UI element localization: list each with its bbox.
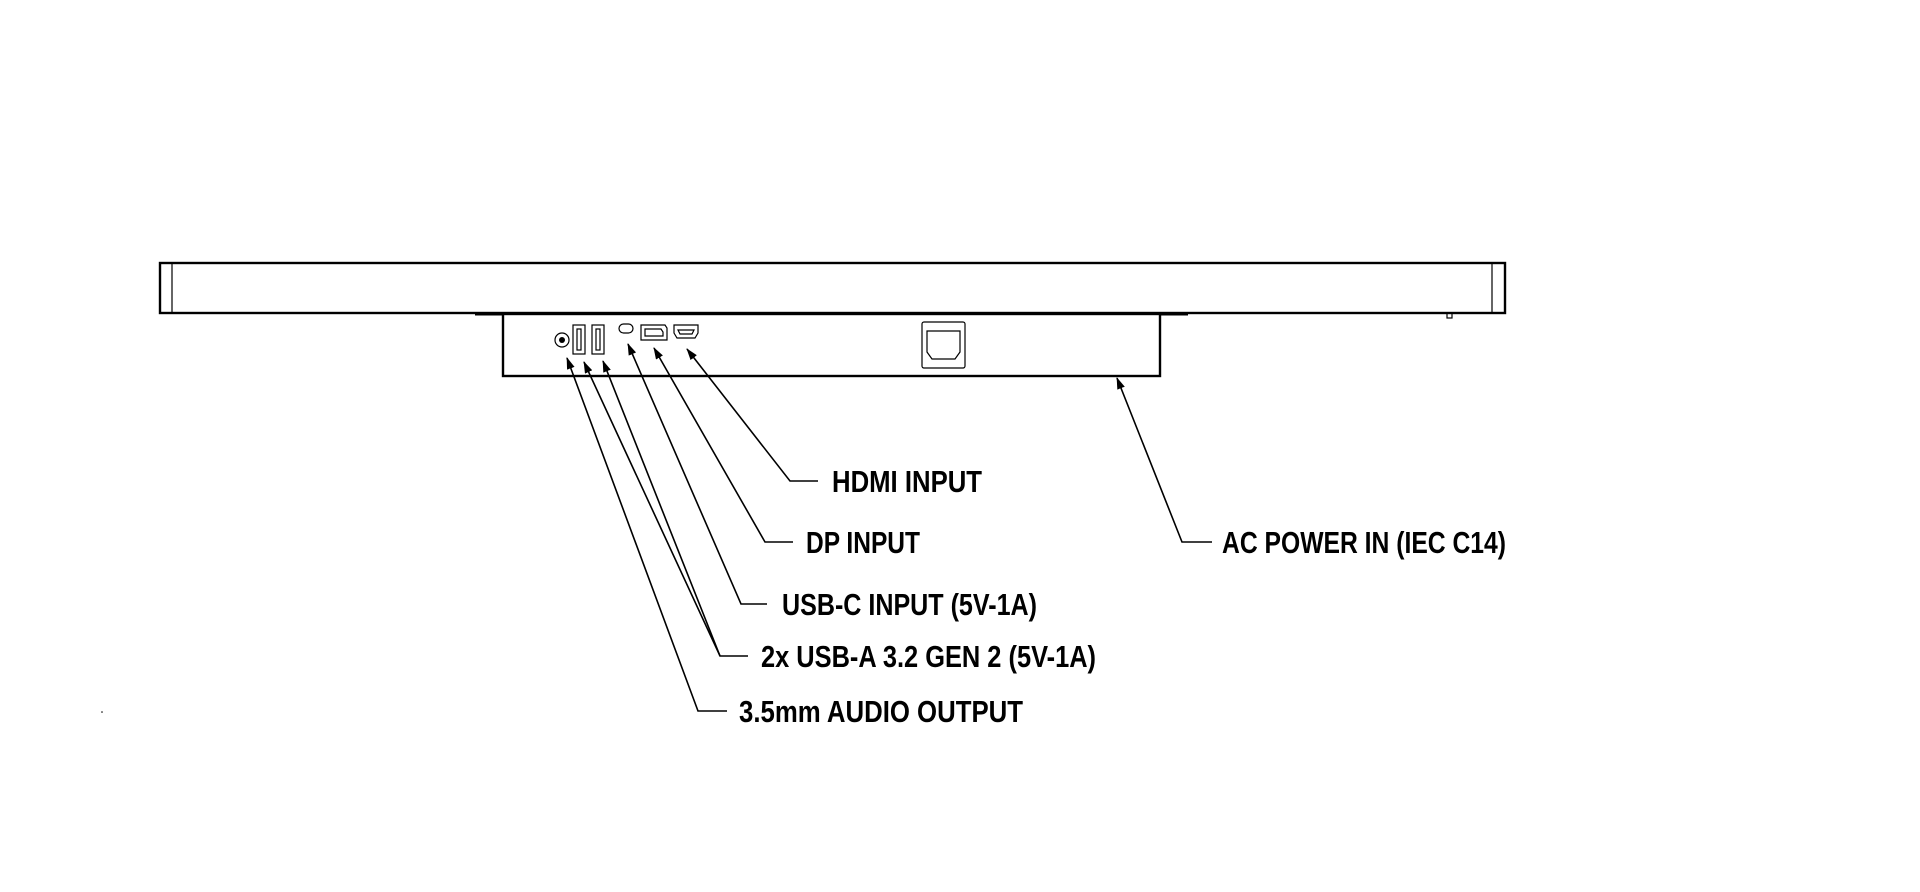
ac-power-inlet <box>921 321 966 369</box>
hdmi-leader <box>686 348 818 482</box>
leader-lines <box>566 343 1212 712</box>
dp-leader <box>653 347 793 543</box>
usb-a-label: 2x USB-A 3.2 GEN 2 (5V-1A) <box>761 639 1096 674</box>
dp-input-label: DP INPUT <box>806 525 920 560</box>
usb-c-input-label: USB-C INPUT (5V-1A) <box>782 587 1037 622</box>
io-housing <box>475 312 1188 378</box>
usba-leader-1 <box>583 361 748 657</box>
hdmi-input-label: HDMI INPUT <box>832 464 982 499</box>
usb-c-port <box>618 323 634 334</box>
displayport-port <box>640 324 668 341</box>
hdmi-port <box>673 324 699 339</box>
usb-a-port-1 <box>572 324 586 355</box>
usba-leader-2 <box>602 360 721 657</box>
stray-dot <box>101 711 103 713</box>
monitor-bezel <box>158 261 1507 319</box>
usb-a-port-2 <box>591 324 605 355</box>
audio-leader <box>566 357 727 712</box>
ac-leader <box>1116 377 1212 543</box>
ac-power-label: AC POWER IN (IEC C14) <box>1222 525 1506 560</box>
audio-jack-port <box>554 332 570 348</box>
usbc-leader <box>627 343 767 605</box>
audio-output-label: 3.5mm AUDIO OUTPUT <box>739 694 1023 729</box>
